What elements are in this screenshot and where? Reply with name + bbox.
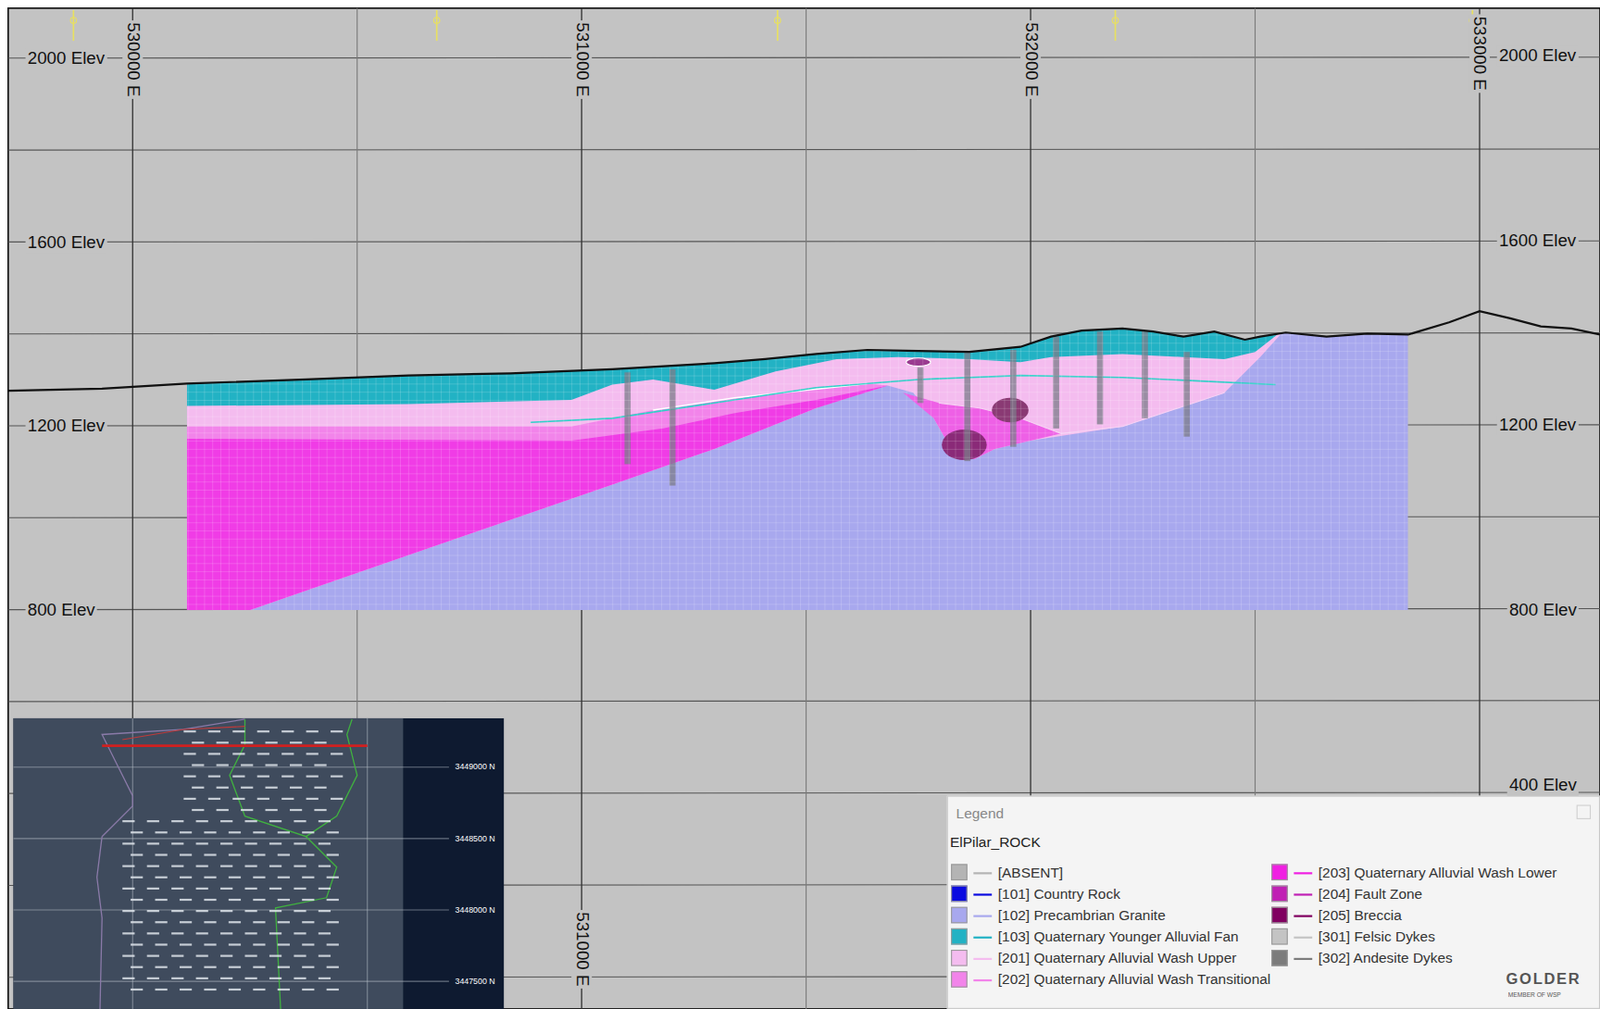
plot-ground: [8, 8, 1600, 1009]
grid-line: [8, 149, 1600, 150]
elevation-label: 400 Elev: [1507, 775, 1579, 797]
legend-swatch: [950, 950, 968, 967]
legend-text: [ABSENT]: [998, 862, 1063, 882]
legend-line-sample: [973, 937, 992, 939]
easting-label: 532000 E: [1020, 20, 1041, 100]
close-box: [1576, 805, 1591, 820]
grid-line: [132, 8, 134, 1009]
legend-swatch: [1271, 950, 1288, 967]
section-markers: [70, 10, 1476, 41]
legend-line-sample: [973, 979, 992, 982]
legend-swatch: [950, 886, 968, 903]
elevation-label: 1200 Elev: [1497, 415, 1579, 437]
legend-swatch: [1271, 886, 1288, 903]
granite: [187, 296, 1409, 611]
legend-line-sample: [1293, 915, 1313, 918]
legend-line-sample: [1293, 937, 1313, 939]
easting-label: 531000 E: [571, 20, 592, 100]
easting-label: 530000 E: [122, 20, 143, 100]
legend-panel: [ABSENT] [101] Country Rock [102] Precambr…: [947, 796, 1600, 1009]
legend-line-sample: [973, 872, 992, 875]
elevation-label: 1600 Elev: [25, 233, 108, 254]
grid-line: [8, 57, 1600, 59]
legend-text: [205] Breccia: [1318, 906, 1402, 925]
elevation-label: 800 Elev: [1507, 600, 1579, 621]
elevation-label: 2000 Elev: [1497, 46, 1579, 67]
legend-swatch: [950, 928, 968, 946]
northing-label: 3449000 N: [455, 762, 496, 773]
legend-swatch: [950, 907, 968, 925]
legend-line-sample: [973, 915, 992, 918]
elevation-label: 2000 Elev: [25, 48, 108, 69]
legend-text: [203] Quaternary Alluvial Wash Lower: [1318, 862, 1558, 882]
legend-line-sample: [973, 893, 992, 896]
legend-text: [301] Felsic Dykes: [1318, 927, 1436, 947]
grid-line: [8, 240, 1600, 242]
topography-line: [8, 311, 1600, 391]
legend-line-sample: [973, 958, 992, 961]
legend-text: [102] Precambrian Granite: [998, 906, 1166, 925]
grid-line: [8, 700, 1600, 702]
legend-swatch: [950, 971, 968, 988]
legend-line-sample: [1293, 872, 1313, 875]
legend-line-sample: [1293, 893, 1313, 896]
legend-swatch: [1271, 928, 1288, 946]
logo-subtext: MEMBER OF WSP: [1508, 992, 1562, 1000]
legend-text: [201] Quaternary Alluvial Wash Upper: [998, 949, 1238, 968]
legend-heading: Legend: [956, 804, 1004, 822]
legend-swatch: [1271, 863, 1288, 881]
legend-layer-name: ElPilar_ROCK: [950, 833, 1041, 850]
block-mesh: [187, 296, 1409, 611]
northing-label: 3448500 N: [455, 834, 496, 844]
elevation-label: 1600 Elev: [1497, 230, 1579, 251]
geology: [187, 296, 1409, 611]
legend-swatch: [950, 863, 968, 881]
legend-line-sample: [1293, 958, 1313, 961]
northing-label: 3448000 N: [455, 905, 496, 915]
legend-text: [302] Andesite Dykes: [1318, 949, 1453, 968]
northing-label: 3447500 N: [455, 976, 496, 987]
legend-text: [101] Country Rock: [998, 884, 1121, 903]
logo-text: GOLDER: [1506, 969, 1582, 988]
easting-label: 533000 E: [1469, 13, 1490, 93]
elevation-label: 800 Elev: [25, 600, 98, 621]
legend-swatch: [1271, 907, 1288, 925]
easting-label: 531000 E: [571, 910, 592, 989]
elevation-label: 1200 Elev: [25, 416, 108, 438]
grid: [8, 8, 1600, 1009]
location-inset-map: [12, 718, 504, 1009]
legend-text: [202] Quaternary Alluvial Wash Transitio…: [998, 970, 1271, 989]
legend-text: [204] Fault Zone: [1318, 884, 1423, 903]
legend-text: [103] Quaternary Younger Alluvial Fan: [998, 927, 1239, 947]
